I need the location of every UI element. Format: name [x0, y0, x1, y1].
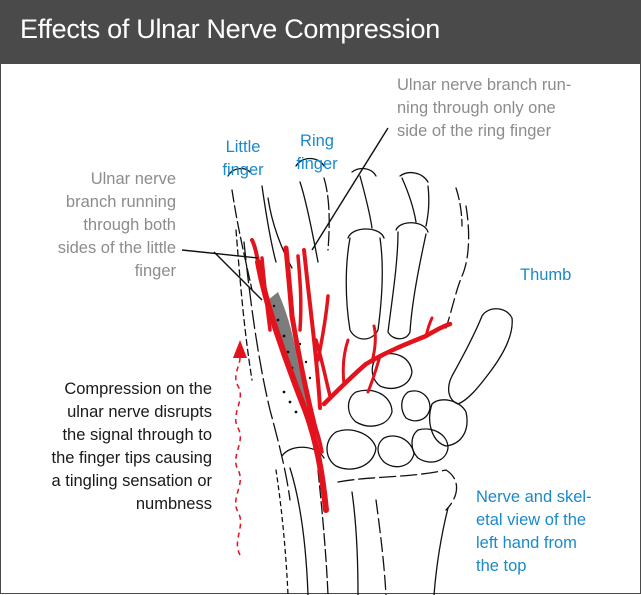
label-branch-both-sides-line-5: finger: [134, 262, 176, 280]
middle-finger-bone: [345, 237, 383, 340]
radius-shaft-right: [433, 507, 449, 595]
label-compression-note: Compression on the ulnar nerve disrupts …: [20, 378, 212, 516]
carpal-3: [401, 390, 431, 422]
label-branch-both-sides: Ulnar nerve branch running through both …: [20, 168, 176, 283]
title-bar: Effects of Ulnar Nerve Compression: [0, 0, 641, 64]
carpal-2: [347, 389, 393, 427]
tingling-arrow-head: [233, 340, 247, 358]
ulnar-nerve-branch-ring-c: [302, 248, 322, 410]
ring-finger-bone: [299, 181, 319, 263]
index-finger-joint: [395, 222, 429, 233]
label-view-caption-line-3: left hand from: [476, 534, 577, 552]
thumb-bone: [447, 308, 513, 405]
fingertip-arc-3: [351, 167, 377, 177]
label-branch-both-sides-line-2: branch running: [65, 193, 176, 211]
ring-finger-bone-2: [323, 177, 330, 251]
label-thumb-line-1: Thumb: [520, 266, 572, 284]
index-finger-top: [401, 177, 417, 223]
label-view-caption: Nerve and skel- etal view of the left ha…: [476, 486, 592, 578]
label-ring-finger-line-2: finger: [296, 155, 338, 173]
leader-ring-one-side: [311, 127, 389, 251]
carpal-5: [377, 435, 415, 468]
label-compression-note-line-1: Compression on the: [64, 380, 212, 398]
hand-contour-left-2: [235, 229, 253, 381]
label-branch-one-side-line-3: side of the ring finger: [397, 122, 552, 140]
ulnar-nerve-branch-deep-2: [341, 338, 350, 386]
ulnar-nerve-branch-little-b: [260, 256, 272, 332]
ulnar-nerve-branch-inner: [314, 338, 332, 398]
index-finger-top-2: [425, 185, 430, 227]
label-branch-both-sides-line-4: sides of the little: [57, 239, 176, 257]
fingertip-arc-4: [399, 171, 429, 183]
ulnar-nerve: [250, 238, 453, 513]
label-compression-note-line-5: a tingling sensation or: [51, 472, 212, 490]
ulnar-nerve-branch-ring-a: [283, 245, 319, 435]
radius-bone: [337, 469, 458, 511]
leader-little-both-1: [181, 249, 259, 259]
index-finger-bone: [387, 231, 427, 340]
label-compression-note-line-4: the finger tips causing: [51, 449, 212, 467]
carpal-1: [371, 353, 413, 389]
label-ring-finger: Ring finger: [288, 130, 346, 176]
carpal-6: [411, 428, 449, 463]
label-little-finger-line-1: Little: [225, 138, 261, 156]
radius-inner: [375, 499, 387, 595]
ulnar-nerve-branch-deep-4: [424, 316, 434, 338]
label-compression-note-line-6: numbness: [135, 495, 212, 513]
tingling-arrow: [233, 340, 247, 556]
label-little-finger: Little finger: [214, 136, 272, 182]
middle-finger-top: [359, 175, 373, 229]
ulnar-nerve-branch-deep: [321, 321, 453, 407]
label-branch-one-side: Ulnar nerve branch run- ning through onl…: [397, 74, 571, 143]
ulnar-nerve-branch-deep-3: [370, 324, 377, 364]
label-compression-note-line-2: ulnar nerve disrupts: [67, 403, 212, 421]
middle-finger-joint: [347, 228, 385, 239]
fingertip-arc-1: [227, 167, 251, 177]
little-finger-bone-2: [261, 185, 277, 263]
tingling-arrow-wave: [235, 357, 242, 556]
ulnar-nerve-branch-ring-b: [296, 254, 303, 332]
label-compression-note-line-3: the signal through to: [62, 426, 212, 444]
hand-skeleton-outline: [227, 157, 513, 595]
label-branch-one-side-line-2: ning through only one: [397, 99, 556, 117]
carpal-4: [326, 429, 377, 470]
fingertip-arc-2: [295, 157, 325, 167]
ulna-bone: [289, 467, 309, 595]
figure-title: Effects of Ulnar Nerve Compression: [20, 14, 440, 44]
ulnar-nerve-branch-lower: [300, 400, 324, 454]
leader-lines: [181, 127, 389, 301]
label-branch-both-sides-line-3: through both: [83, 216, 176, 234]
radius-shaft-left: [351, 491, 359, 595]
label-branch-one-side-line-1: Ulnar nerve branch run-: [397, 76, 572, 94]
label-little-finger-line-2: finger: [222, 161, 264, 179]
leader-little-both-2: [213, 251, 263, 301]
ulnar-nerve-branch-deep-5: [366, 354, 382, 394]
label-view-caption-line-1: Nerve and skel-: [476, 488, 592, 506]
hand-edge-right-2: [455, 187, 463, 227]
thumb-base: [429, 399, 468, 447]
label-ring-finger-line-1: Ring: [300, 132, 334, 150]
little-finger-bone: [231, 189, 253, 291]
label-view-caption-line-4: the top: [476, 557, 527, 575]
ulna-head: [281, 446, 325, 459]
ulnar-nerve-branch-little-a: [250, 238, 260, 264]
hand-edge-right: [445, 205, 470, 329]
label-thumb: Thumb: [520, 264, 571, 287]
label-branch-both-sides-line-1: Ulnar nerve: [90, 170, 176, 188]
forearm-line-left: [275, 469, 289, 595]
label-view-caption-line-2: etal view of the: [476, 511, 587, 529]
